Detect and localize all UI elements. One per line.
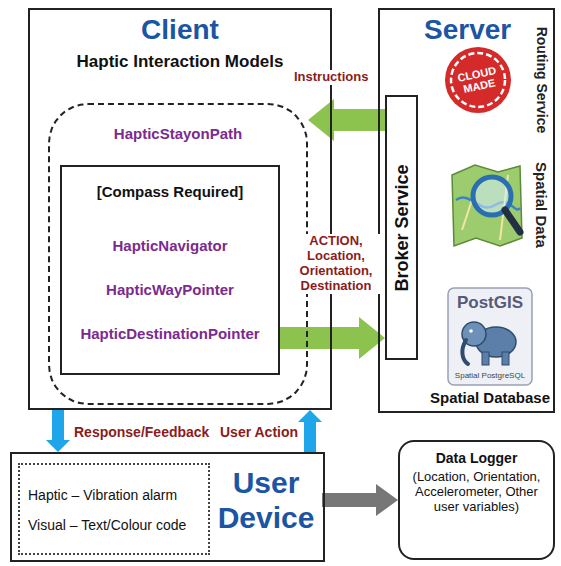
logo-caption: Spatial PostgreSQL — [455, 372, 525, 381]
node-text: HapticNavigator — [112, 237, 227, 254]
instruction-arrow — [308, 99, 385, 141]
elephant-trunk — [462, 340, 468, 364]
logging-arrow — [325, 484, 398, 516]
model-group: [Compass Required] HapticNavigatorHapticW… — [48, 103, 308, 405]
node-text: HapticWayPointer — [106, 281, 234, 298]
broker-box: Broker Service — [385, 95, 418, 360]
node-title: Haptic – Vibration alarm — [28, 487, 177, 503]
magnifier-handle — [505, 210, 520, 232]
map-sheet — [452, 165, 522, 246]
action-arrow — [280, 317, 385, 359]
user-action-arrow — [298, 410, 322, 452]
elephant-leg — [482, 352, 489, 365]
elephant-eye — [469, 329, 473, 333]
node-text: (Location, Orientation, Accelerometer, O… — [404, 470, 549, 515]
node-title: Data Logger — [436, 450, 518, 466]
edge-label: User Action — [218, 424, 300, 440]
cloud-stamp — [445, 47, 511, 113]
server-panel: Broker Service Server — [378, 8, 555, 413]
node-text: HapticDestinationPointer — [80, 325, 259, 342]
node-title: HapticStayonPath — [114, 125, 242, 142]
logo-text: PostGIS — [457, 294, 523, 313]
compass-box: [Compass Required] HapticNavigatorHapticW… — [60, 165, 280, 375]
node-title: [Compass Required] — [97, 183, 244, 200]
data-logger-box: Data Logger (Location, Orientation, Accel… — [398, 440, 555, 560]
edge-label: Instructions — [292, 70, 370, 85]
feedback-arrow — [46, 410, 70, 452]
node-title: User Device — [212, 466, 320, 535]
node-text: Visual – Text/Colour code — [28, 517, 186, 533]
service-name: Spatial Data — [533, 162, 550, 248]
feedback-box: Haptic – Vibration alarmVisual – Text/Co… — [18, 463, 210, 555]
service-name: Routing Service — [533, 27, 548, 134]
client-panel: [Compass Required] HapticNavigatorHapticW… — [28, 8, 332, 410]
node-text: Haptic Interaction Models — [77, 52, 284, 72]
edge-label: Response/Feedback — [72, 424, 211, 440]
node-title: Client — [141, 14, 219, 46]
postgis-tile — [448, 288, 532, 385]
node-title: Broker Service — [391, 164, 412, 291]
edge-label: ACTION, Location, Orientation, Destinati… — [290, 234, 382, 294]
stamp-ring — [451, 53, 505, 107]
node-title: Server — [424, 14, 511, 46]
user-device-panel: Haptic – Vibration alarmVisual – Text/Co… — [10, 452, 325, 562]
elephant-leg — [502, 352, 509, 365]
service-name: Spatial Database — [430, 390, 550, 407]
